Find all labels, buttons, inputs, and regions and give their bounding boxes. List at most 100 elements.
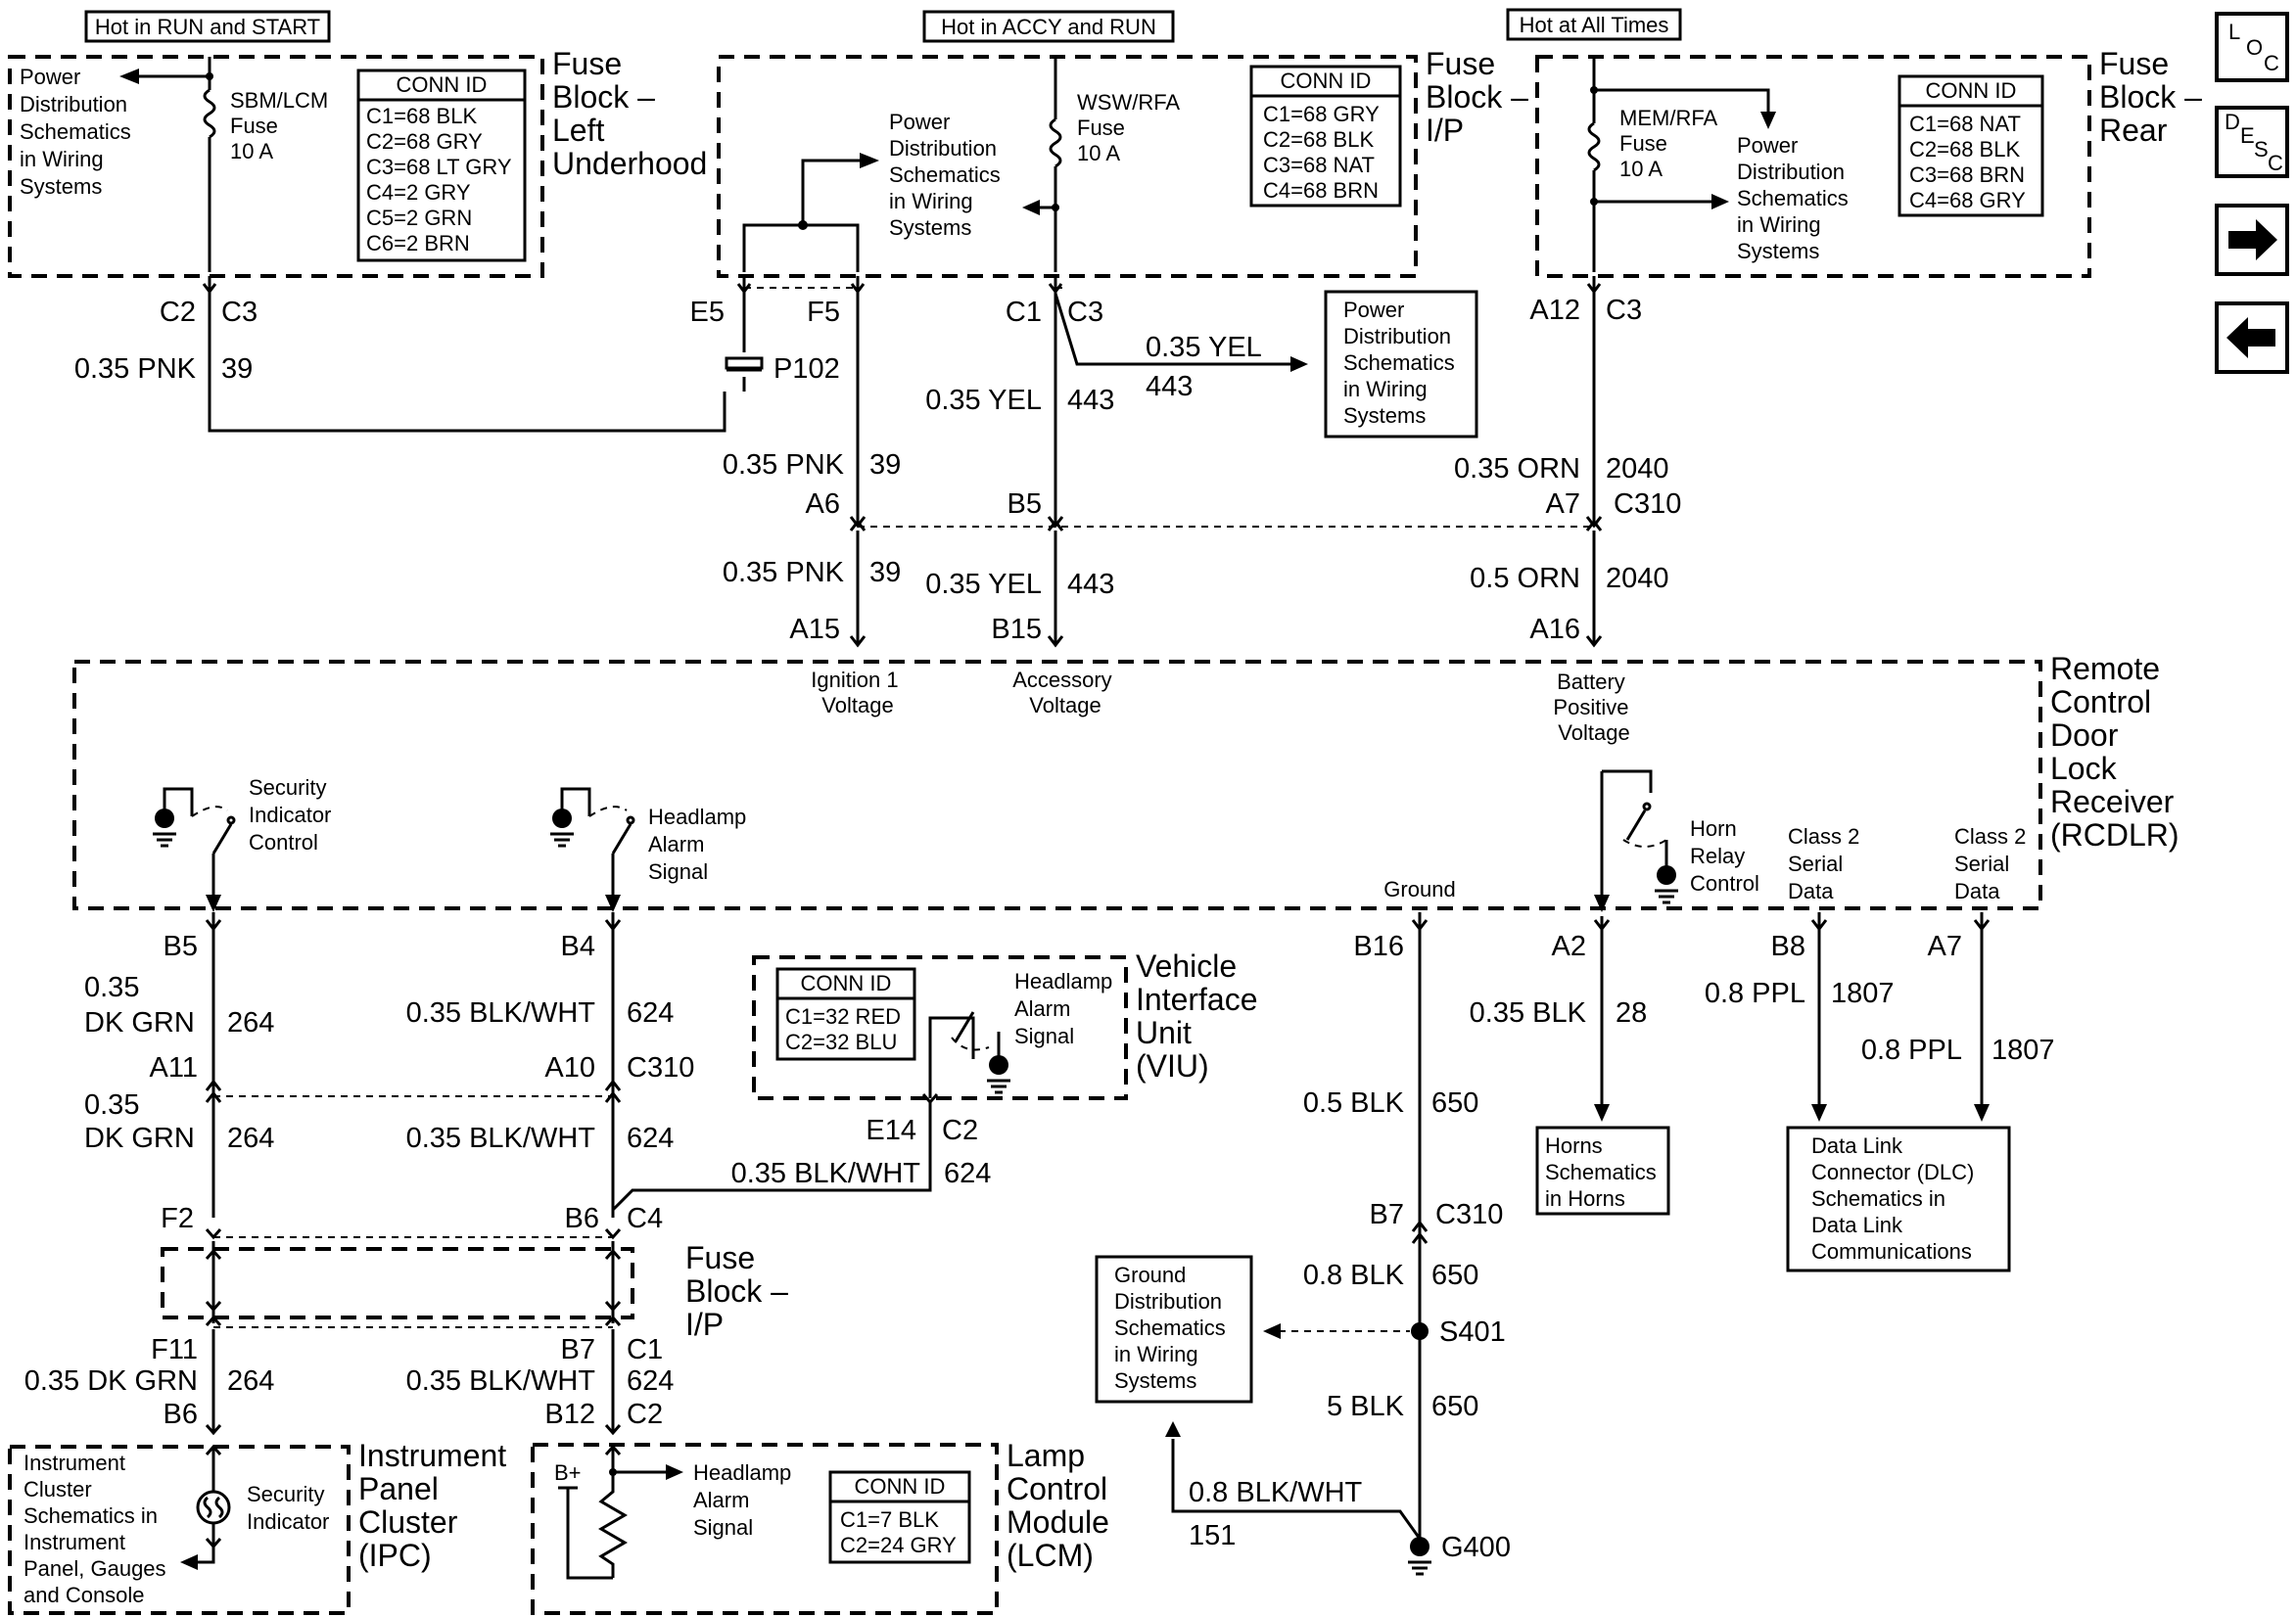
header-all-times-text: Hot at All Times <box>1520 13 1669 37</box>
conn-e5: E5 <box>690 297 725 328</box>
conn-a2: A2 <box>1552 931 1586 962</box>
loc-button-l: L <box>2228 20 2240 44</box>
wire-dkgrn-3: 0.35 DK GRN <box>24 1365 198 1397</box>
circuit-39-b: 39 <box>869 449 901 481</box>
wire-pnk-2: 0.35 PNK <box>723 449 845 481</box>
lcm-module: Lamp Control Module (LCM) B+ Headlamp Al… <box>531 1438 1118 1615</box>
wire-dkgrn-2a: 0.35 <box>84 1089 139 1121</box>
power-ref-left: Power Distribution Schematics in Wiring … <box>20 65 137 199</box>
conn-c310-b: C310 <box>1435 1199 1503 1230</box>
header-all-times: Hot at All Times <box>1506 8 1682 41</box>
class2-serial-data-a: Class 2 Serial Data <box>1788 824 1865 903</box>
circuit-624-b: 624 <box>627 1123 674 1154</box>
conn-a16: A16 <box>1529 614 1580 645</box>
conn-a6: A6 <box>806 488 840 520</box>
circuit-264-b: 264 <box>227 1123 274 1154</box>
wire-blk-3: 0.8 BLK <box>1303 1260 1405 1291</box>
conn-b16: B16 <box>1353 931 1404 962</box>
conn-b7-c310: B7 <box>1370 1199 1404 1230</box>
wire-yel-2: 0.35 YEL <box>925 569 1042 600</box>
desc-button-s: S <box>2254 137 2269 162</box>
desc-button[interactable]: D E S C <box>2215 106 2289 178</box>
header-run-start-text: Hot in RUN and START <box>95 15 320 39</box>
conn-a12: A12 <box>1529 295 1580 326</box>
fuse-block-left-title: Fuse Block – Left Underhood <box>552 46 707 181</box>
next-button[interactable] <box>2215 204 2289 276</box>
conn-id-left-title: CONN ID <box>397 72 488 97</box>
ground-g400: G400 <box>1441 1532 1511 1563</box>
horns-ref-text: Horns Schematics in Horns <box>1545 1133 1663 1211</box>
conn-a15: A15 <box>789 614 840 645</box>
circuit-2040-a: 2040 <box>1606 453 1669 485</box>
wire-blkwht-5: 0.8 BLK/WHT <box>1189 1477 1363 1508</box>
wire-dkgrn-2b: DK GRN <box>84 1123 195 1154</box>
left-arrow-icon <box>2226 317 2275 358</box>
header-accy-run: Hot in ACCY and RUN <box>922 10 1175 43</box>
wire-yel-1: 0.35 YEL <box>925 385 1042 416</box>
wire-dkgrn-1b: DK GRN <box>84 1007 195 1039</box>
conn-id-ip-list: C1=68 GRY C2=68 BLK C3=68 NAT C4=68 BRN <box>1263 102 1385 203</box>
conn-a7-rcdlr: A7 <box>1928 931 1962 962</box>
lcm-title: Lamp Control Module (LCM) <box>1007 1438 1118 1573</box>
class2-serial-data-b: Class 2 Serial Data <box>1954 824 2032 903</box>
conn-id-ip-title: CONN ID <box>1281 69 1372 93</box>
conn-b8: B8 <box>1771 931 1805 962</box>
circuit-443-b: 443 <box>1067 569 1114 600</box>
dlc-ref-text: Data Link Connector (DLC) Schematics in … <box>1811 1133 1980 1264</box>
wire-blk-1: 0.35 BLK <box>1470 997 1587 1029</box>
prev-button[interactable] <box>2215 301 2289 374</box>
headlamp-alarm-signal-label: Headlamp Alarm Signal <box>648 805 752 884</box>
wire-blk-4: 5 BLK <box>1327 1391 1405 1422</box>
loc-button[interactable]: L O C <box>2215 12 2289 82</box>
wire-yel-branch: 0.35 YEL <box>1146 332 1262 363</box>
wire-orn-2: 0.5 ORN <box>1470 563 1580 594</box>
splice-s401: S401 <box>1439 1317 1506 1348</box>
lcm-headlamp-signal-label: Headlamp Alarm Signal <box>693 1460 797 1540</box>
conn-c3-rear: C3 <box>1606 295 1642 326</box>
conn-id-left-list: C1=68 BLK C2=68 GRY C3=68 LT GRY C4=2 GR… <box>366 104 517 255</box>
accessory-voltage-label: Accessory Voltage <box>1012 668 1118 717</box>
security-indicator-switch <box>153 787 236 912</box>
lcm-bplus: B+ <box>554 1460 582 1485</box>
loc-button-o: O <box>2246 35 2263 60</box>
lcm-conn-id-title: CONN ID <box>855 1474 946 1499</box>
loc-button-c: C <box>2264 51 2279 75</box>
wire-blkwht-4: 0.35 BLK/WHT <box>406 1365 596 1397</box>
header-run-start: Hot in RUN and START <box>84 10 331 43</box>
circuit-1807-a: 1807 <box>1831 978 1895 1009</box>
sbm-lcm-fuse-label: SBM/LCM Fuse 10 A <box>230 88 334 163</box>
viu-headlamp-signal-label: Headlamp Alarm Signal <box>1014 969 1118 1048</box>
lcm-conn-id-list: C1=7 BLK C2=24 GRY <box>840 1507 957 1557</box>
rcdlr-module: Remote Control Door Lock Receiver (RCDLR… <box>72 651 2182 912</box>
wire-blkwht-3: 0.35 BLK/WHT <box>731 1158 921 1189</box>
fuse-block-ip: Fuse Block – I/P Power Distribution Sche… <box>717 46 1537 278</box>
security-indicator-control-label: Security Indicator Control <box>249 775 338 855</box>
conn-f2: F2 <box>161 1203 194 1234</box>
connector-p102: P102 <box>773 353 840 385</box>
conn-c1-ip: C1 <box>1006 297 1042 328</box>
wire-blkwht-1: 0.35 BLK/WHT <box>406 997 596 1029</box>
conn-b5-rcdlr: B5 <box>164 931 198 962</box>
wire-orn-1: 0.35 ORN <box>1454 453 1580 485</box>
fuse-block-ip-lower-title: Fuse Block – I/P <box>685 1240 797 1342</box>
conn-c3-left: C3 <box>221 297 258 328</box>
circuit-28: 28 <box>1616 997 1647 1029</box>
conn-a7-top: A7 <box>1546 488 1580 520</box>
circuit-650-a: 650 <box>1431 1087 1478 1119</box>
fuse-block-rear-title: Fuse Block – Rear <box>2099 46 2211 148</box>
lower-wiring: B5 0.35 DK GRN 264 A11 0.35 DK GRN 264 F… <box>24 912 2055 1576</box>
circuit-650-b: 650 <box>1431 1260 1478 1291</box>
conn-c2: C2 <box>160 297 196 328</box>
fuse-block-ip-title: Fuse Block – I/P <box>1426 46 1537 148</box>
conn-c2-lcm: C2 <box>627 1399 663 1430</box>
fuse-block-ip-lower: Fuse Block – I/P <box>161 1240 797 1342</box>
wire-dkgrn-1a: 0.35 <box>84 972 139 1003</box>
circuit-443-a: 443 <box>1067 385 1114 416</box>
ground-ref-box: Ground Distribution Schematics in Wiring… <box>1095 1255 1253 1404</box>
rcdlr-title: Remote Control Door Lock Receiver (RCDLR… <box>2050 651 2182 853</box>
wire-blkwht-2: 0.35 BLK/WHT <box>406 1123 596 1154</box>
conn-f5: F5 <box>807 297 840 328</box>
conn-b6-ipc: B6 <box>164 1399 198 1430</box>
conn-b7-ip: B7 <box>561 1334 595 1365</box>
